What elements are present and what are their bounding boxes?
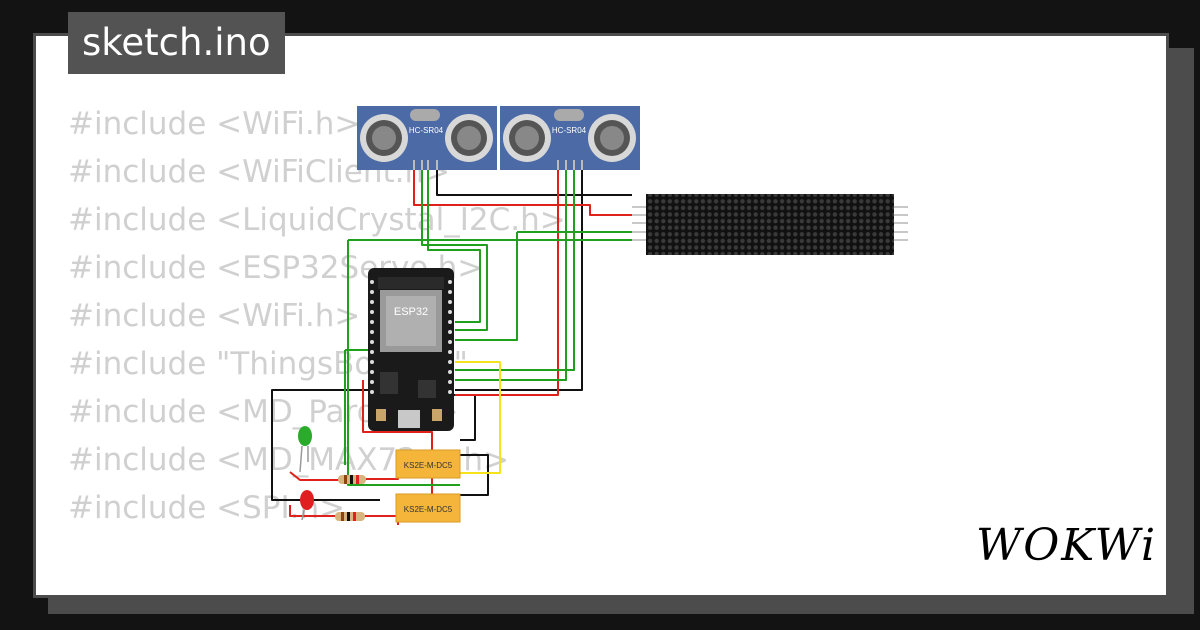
code-line: #include <WiFiClient.h> <box>68 154 451 190</box>
wire-red <box>289 471 340 481</box>
wire-green <box>347 240 460 486</box>
relay-label: KS2E-M-DC5 <box>404 461 453 470</box>
esp32-board: ESP32 <box>368 268 454 431</box>
wire-red <box>365 465 399 480</box>
code-line: #include <WiFi.h> <box>68 106 361 142</box>
sensor-label: HC-SR04 <box>552 126 587 135</box>
wire-green <box>455 165 567 381</box>
wire-green <box>421 165 488 331</box>
wires <box>271 165 632 525</box>
code-background: #include <WiFi.h> #include <WiFiClient.h… <box>68 100 566 532</box>
red-led <box>300 490 314 521</box>
file-name-tab[interactable]: sketch.ino <box>68 12 285 74</box>
wire-yellow <box>455 361 501 474</box>
led-matrix <box>632 194 908 255</box>
wire-green <box>427 165 481 323</box>
code-line: #include <SPI.h> <box>68 490 346 526</box>
resistor-1 <box>338 475 366 484</box>
wire-black <box>460 454 489 496</box>
wokwi-logo[interactable]: WOKWi <box>976 520 1158 571</box>
sensor-label: HC-SR04 <box>409 126 444 135</box>
wire-green <box>455 165 575 371</box>
wire-red <box>455 165 559 396</box>
ultrasonic-sensor-2: HC-SR04 <box>500 106 640 170</box>
green-led <box>298 426 312 473</box>
code-line: #include <WiFi.h> <box>68 298 361 334</box>
mcu-label: ESP32 <box>394 306 428 318</box>
wire-red <box>365 515 399 525</box>
wire-black <box>455 165 583 391</box>
wire-red <box>289 505 335 517</box>
code-line: #include <LiquidCrystal_I2C.h> <box>68 202 566 238</box>
wire-green <box>455 232 518 341</box>
resistor-2 <box>335 512 365 521</box>
relay-2: KS2E-M-DC5 <box>395 493 461 523</box>
wire-black <box>271 389 380 501</box>
relay-label: KS2E-M-DC5 <box>404 505 453 514</box>
ultrasonic-sensor-1: HC-SR04 <box>357 106 497 170</box>
relay-1: KS2E-M-DC5 <box>395 449 461 479</box>
wire-red <box>413 165 632 216</box>
